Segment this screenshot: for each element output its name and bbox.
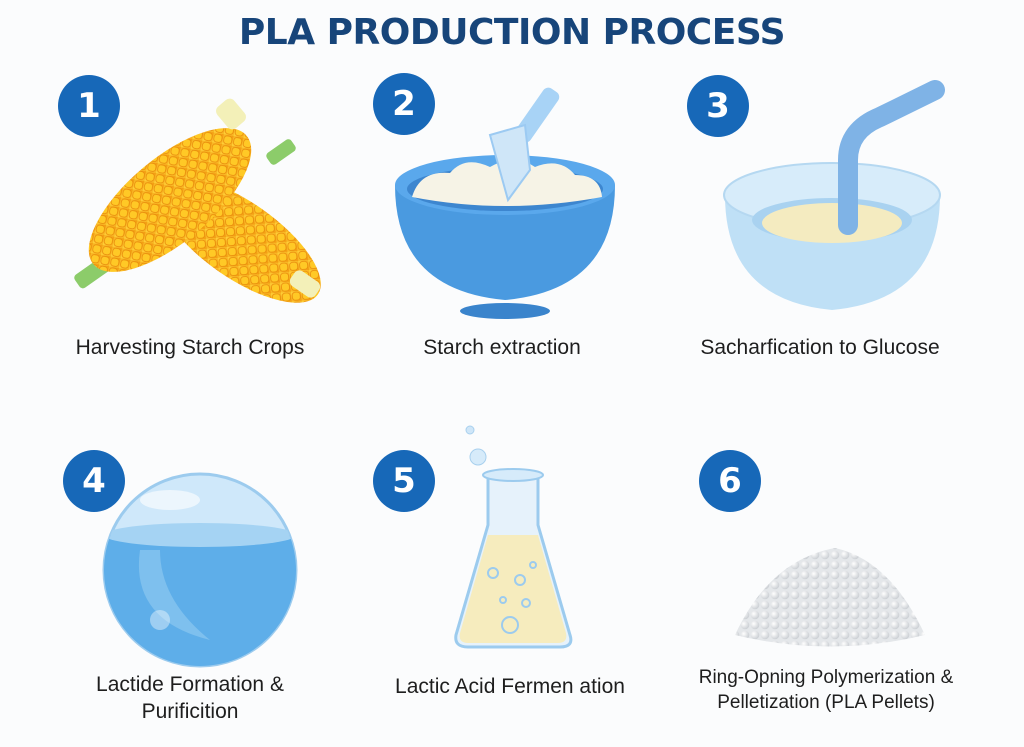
step-number-badge: 4 — [63, 450, 125, 512]
sphere-icon — [102, 472, 298, 668]
step-label-line-1: Ring-Opning Polymerization & — [698, 667, 954, 688]
step-label: Harvesting Starch Crops — [75, 336, 305, 359]
step-label: Sacharfication to Glucose — [700, 336, 940, 359]
step-number-badge: 3 — [687, 75, 749, 137]
step-number-badge: 6 — [699, 450, 761, 512]
pellets-icon — [735, 548, 925, 647]
page-title: PLA PRODUCTION PROCESS — [238, 12, 786, 53]
step-number-badge: 1 — [58, 75, 120, 137]
step-label: Lactide Formation & Purificition — [40, 671, 340, 725]
starch-bowl-icon — [395, 87, 615, 319]
step-label-line-2: Purificition — [141, 700, 239, 723]
step-label: Ring-Opning Polymerization & Pelletizati… — [676, 665, 976, 715]
step-label: Lactic Acid Fermen ation — [395, 675, 625, 698]
corn-icon — [74, 98, 321, 303]
step-label-line-1: Lactide Formation & — [96, 673, 284, 696]
step-label: Starch extraction — [423, 336, 581, 359]
step-number-badge: 5 — [373, 450, 435, 512]
glucose-bowl-icon — [723, 80, 945, 310]
step-label-line-2: Pelletization (PLA Pellets) — [717, 692, 935, 713]
step-number-badge: 2 — [373, 73, 435, 135]
flask-icon — [454, 425, 573, 649]
